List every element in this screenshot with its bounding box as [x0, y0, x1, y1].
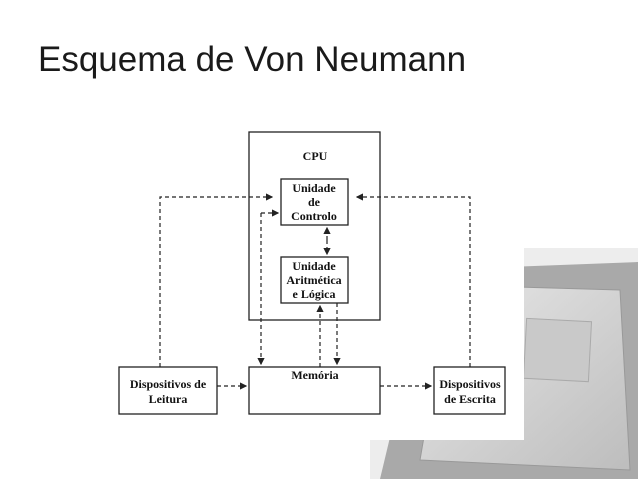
- alu-label-1: Unidade: [292, 259, 336, 273]
- control-unit-label-3: Controlo: [291, 209, 337, 223]
- dashed-connections: [159, 193, 471, 390]
- control-unit-label-2: de: [308, 195, 321, 209]
- slide-title: Esquema de Von Neumann: [38, 40, 467, 79]
- input-devices-label-1: Dispositivos de: [130, 377, 207, 391]
- cpu-label: CPU: [303, 149, 328, 163]
- input-devices-label-2: Leitura: [149, 392, 188, 406]
- control-unit-box: [280, 178, 349, 226]
- output-devices-box: [433, 366, 506, 415]
- control-unit-label-1: Unidade: [292, 181, 336, 195]
- output-devices-label-2: de Escrita: [444, 392, 496, 406]
- output-devices-label-1: Dispositivos: [439, 377, 501, 391]
- alu-label-2: Aritmética: [286, 273, 341, 287]
- alu-box: [280, 256, 349, 304]
- memory-box: [248, 366, 381, 415]
- alu-label-3: e Lógica: [293, 287, 336, 301]
- memory-label: Memória: [291, 368, 338, 382]
- input-devices-box: [118, 366, 218, 415]
